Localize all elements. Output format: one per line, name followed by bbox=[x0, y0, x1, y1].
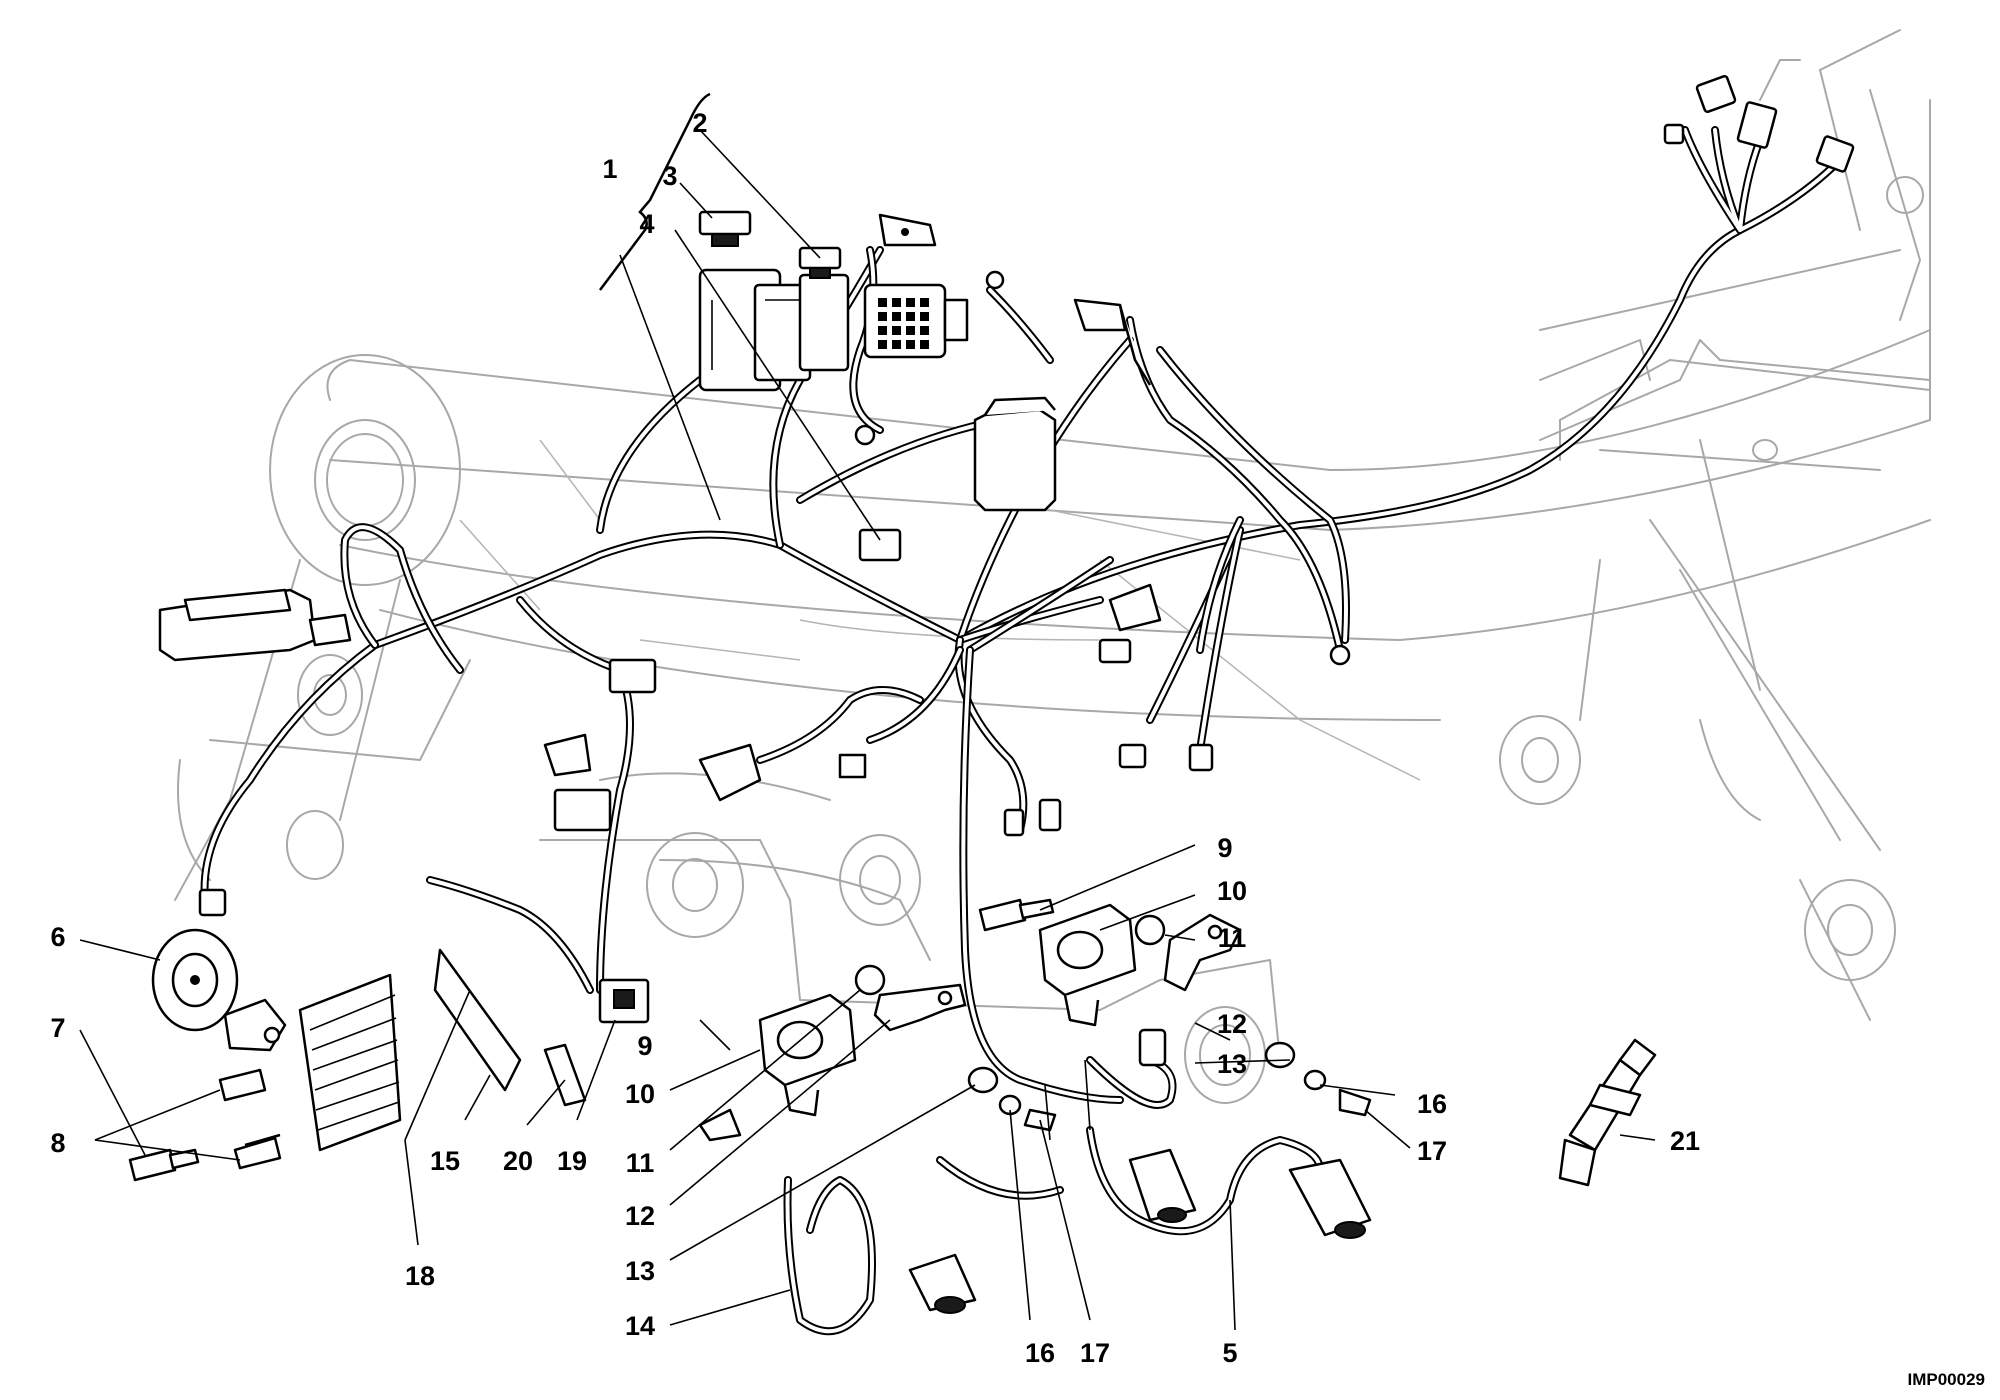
group-brace bbox=[599, 92, 711, 291]
bolts bbox=[128, 898, 1372, 1182]
callout-8: 8 bbox=[50, 1128, 65, 1158]
callout-13-right: 13 bbox=[1217, 1049, 1247, 1079]
spark-plug-caps bbox=[908, 1148, 1372, 1314]
callout-2: 2 bbox=[692, 108, 707, 138]
spark-plug bbox=[1558, 1038, 1657, 1187]
side-stand-switch-connector bbox=[598, 978, 650, 1024]
callout-11-left: 11 bbox=[626, 1148, 655, 1178]
eyelet-terminals bbox=[854, 270, 1351, 666]
main-connector-left bbox=[158, 588, 352, 662]
horn bbox=[151, 888, 287, 1052]
callout-19: 19 bbox=[557, 1146, 587, 1176]
callout-16-bottom: 16 bbox=[1025, 1338, 1055, 1368]
callout-10-left: 10 bbox=[625, 1079, 655, 1109]
callout-6: 6 bbox=[50, 922, 65, 952]
relay bbox=[973, 396, 1057, 512]
multi-pin-connector bbox=[863, 283, 969, 359]
rear-connectors bbox=[1663, 74, 1855, 173]
callout-18: 18 bbox=[405, 1261, 435, 1291]
ignition-coils bbox=[758, 903, 1166, 1117]
wiring-harness bbox=[200, 126, 1844, 1336]
callout-9-left: 9 bbox=[637, 1031, 652, 1061]
callout-3: 3 bbox=[662, 161, 677, 191]
callout-12-right: 12 bbox=[1217, 1009, 1247, 1039]
callout-20: 20 bbox=[503, 1146, 533, 1176]
callout-21: 21 bbox=[1670, 1126, 1700, 1156]
fuse-15a bbox=[798, 246, 842, 279]
callout-labels: 1 2 3 4 5 6 7 8 9 10 11 12 13 16 17 9 10… bbox=[50, 108, 1700, 1368]
mounting-brackets bbox=[873, 913, 1242, 1032]
drawing-code: IMP00029 bbox=[1908, 1370, 1986, 1389]
callout-1: 1 bbox=[602, 154, 617, 184]
callout-13-left: 13 bbox=[625, 1256, 655, 1286]
regulator-rectifier bbox=[298, 948, 522, 1152]
callout-14: 14 bbox=[625, 1311, 655, 1341]
callout-17-bottom: 17 bbox=[1080, 1338, 1110, 1368]
callout-4: 4 bbox=[639, 209, 654, 239]
callout-12-left: 12 bbox=[625, 1201, 655, 1231]
callout-10-right: 10 bbox=[1217, 876, 1247, 906]
leader-lines bbox=[79, 129, 1656, 1331]
fuse-box bbox=[698, 268, 850, 392]
small-connectors bbox=[543, 528, 1214, 1067]
callout-7: 7 bbox=[50, 1013, 65, 1043]
rubber-grommets bbox=[967, 1041, 1327, 1116]
callout-9-right: 9 bbox=[1217, 833, 1232, 863]
callout-15: 15 bbox=[430, 1146, 460, 1176]
fuse-30a bbox=[698, 210, 752, 247]
callout-5: 5 bbox=[1222, 1338, 1237, 1368]
callout-17-right: 17 bbox=[1417, 1136, 1447, 1166]
ground-terminal-top bbox=[878, 213, 1152, 386]
callout-11-right: 11 bbox=[1218, 923, 1247, 953]
callout-16-right: 16 bbox=[1417, 1089, 1447, 1119]
